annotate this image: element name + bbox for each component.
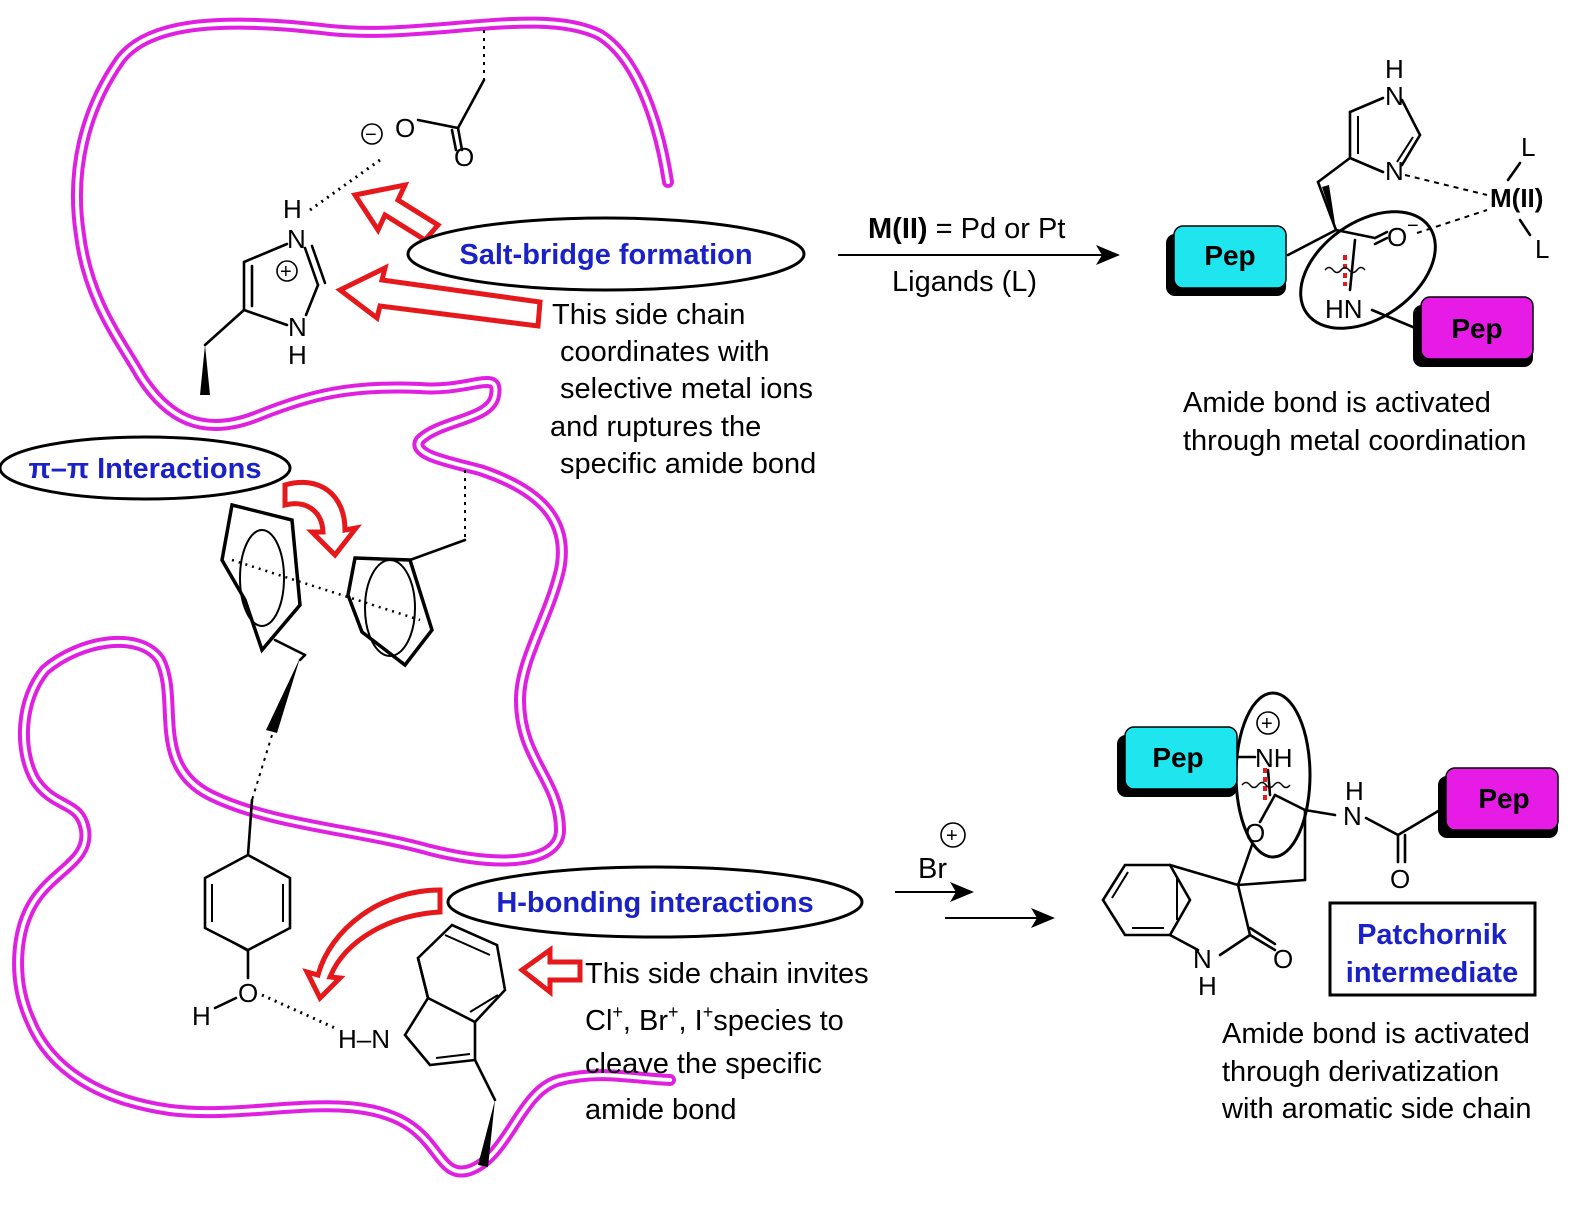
plus-charge-icon <box>940 822 966 848</box>
aromatic-stack <box>220 470 467 801</box>
bromine-reagent: Br <box>918 853 947 885</box>
svg-text:specific amide bond: specific amide bond <box>560 448 816 480</box>
svg-text:through metal coordination: through metal coordination <box>1183 425 1526 457</box>
svg-text:Amide bond is activated: Amide bond is activated <box>1183 387 1491 419</box>
svg-text:Patchornik: Patchornik <box>1357 919 1508 951</box>
his-n1: N <box>287 224 306 254</box>
svg-text:N: N <box>1385 81 1404 111</box>
pep-box-cyan-bottom: Pep <box>1117 726 1238 797</box>
svg-text:+: + <box>1261 713 1273 735</box>
svg-text:Cl+, Br+, I+species to: Cl+, Br+, I+species to <box>585 1002 844 1037</box>
h-bonding-label: H-bonding interactions <box>496 887 813 919</box>
carbonyl-oxygen: O <box>454 142 474 172</box>
pep-box-magenta-top: Pep <box>1413 296 1534 367</box>
svg-text:NH: NH <box>1255 743 1293 773</box>
tyr-h: H <box>192 1001 211 1031</box>
svg-text:L: L <box>1521 132 1535 162</box>
his-sidechain-note: This side chain coordinates with selecti… <box>550 299 816 480</box>
svg-text:O: O <box>1273 944 1293 974</box>
patchornik-badge: Patchornik intermediate <box>1328 901 1537 997</box>
trp-hn: H–N <box>338 1024 390 1054</box>
plus-charge-icon <box>276 260 298 282</box>
pep-box-cyan-top: Pep <box>1166 225 1287 296</box>
pi-pi-label: π–π Interactions <box>29 453 262 485</box>
his-h-bottom: H <box>288 340 307 370</box>
pi-pi-badge: π–π Interactions <box>0 435 292 501</box>
svg-text:cleave the specific: cleave the specific <box>585 1048 822 1080</box>
plus-charge-icon <box>1256 711 1280 735</box>
svg-text:L: L <box>1535 234 1549 264</box>
svg-text:and ruptures the: and ruptures the <box>550 411 761 443</box>
svg-text:This side chain: This side chain <box>552 299 745 331</box>
svg-text:−: − <box>365 124 377 146</box>
svg-text:N: N <box>1193 944 1212 974</box>
svg-text:with aromatic side chain: with aromatic side chain <box>1221 1093 1531 1125</box>
patchornik-structure: N H O O NH + H N O <box>1101 691 1442 1001</box>
bromination-reaction-arrow: + Br <box>895 822 1055 928</box>
metal-complex-structure: H N N M(II) L L O − HN <box>1286 54 1549 332</box>
svg-text:Pep: Pep <box>1478 783 1529 814</box>
svg-text:H: H <box>1345 776 1364 806</box>
h-bonding-badge: H-bonding interactions <box>446 865 864 939</box>
svg-text:+: + <box>280 261 292 283</box>
svg-text:O: O <box>1390 864 1410 894</box>
his-h-top: H <box>283 194 302 224</box>
salt-bridge-arrow-icon <box>350 181 442 244</box>
svg-text:Pep: Pep <box>1451 313 1502 344</box>
pi-pi-arrow-icon <box>282 479 362 559</box>
trp-sidechain-note: This side chain invites Cl+, Br+, I+spec… <box>585 958 869 1126</box>
metal-center: M(II) <box>1490 183 1543 213</box>
svg-text:Pep: Pep <box>1152 742 1203 773</box>
svg-text:coordinates with: coordinates with <box>560 336 770 368</box>
svg-text:selective metal ions: selective metal ions <box>560 373 813 405</box>
svg-text:H: H <box>1385 54 1404 84</box>
derivatization-result-note: Amide bond is activated through derivati… <box>1221 1018 1531 1125</box>
his-n2: N <box>288 312 307 342</box>
metal-reaction-arrow: M(II) = Pd or Pt Ligands (L) <box>838 213 1120 298</box>
svg-text:This side chain invites: This side chain invites <box>585 958 869 990</box>
svg-text:through derivatization: through derivatization <box>1222 1056 1499 1088</box>
svg-text:−: − <box>1407 215 1419 237</box>
trp-sidechain-arrow-icon <box>517 945 583 998</box>
carboxylate-oxygen: O <box>395 113 415 143</box>
svg-text:Amide bond is activated: Amide bond is activated <box>1222 1018 1530 1050</box>
pep-box-magenta-bottom: Pep <box>1438 767 1559 838</box>
metal-result-note: Amide bond is activated through metal co… <box>1183 387 1526 457</box>
ligands-label: Ligands (L) <box>892 266 1037 298</box>
peptide-backbone <box>12 16 676 1178</box>
svg-text:amide bond: amide bond <box>585 1094 737 1126</box>
tyr-oxygen: O <box>238 978 258 1008</box>
hbond-curved-arrow-icon <box>302 887 443 1003</box>
svg-text:+: + <box>946 825 958 847</box>
svg-text:N: N <box>1385 156 1404 186</box>
svg-text:Pep: Pep <box>1204 240 1255 271</box>
svg-text:H: H <box>1198 971 1217 1001</box>
svg-text:N: N <box>1343 801 1362 831</box>
histidine-salt-bridge: O O − H N N H + <box>200 30 486 395</box>
tyr-trp-hbond: O H H–N <box>192 798 507 1167</box>
metal-reagent: M(II) = Pd or Pt <box>868 213 1065 245</box>
salt-bridge-badge: Salt-bridge formation <box>406 216 806 292</box>
salt-bridge-label: Salt-bridge formation <box>459 239 752 271</box>
his-sidechain-arrow-icon <box>335 263 543 329</box>
svg-text:intermediate: intermediate <box>1346 957 1518 989</box>
minus-charge-icon <box>361 123 383 145</box>
svg-text:HN: HN <box>1325 294 1363 324</box>
svg-text:O: O <box>1387 222 1407 252</box>
